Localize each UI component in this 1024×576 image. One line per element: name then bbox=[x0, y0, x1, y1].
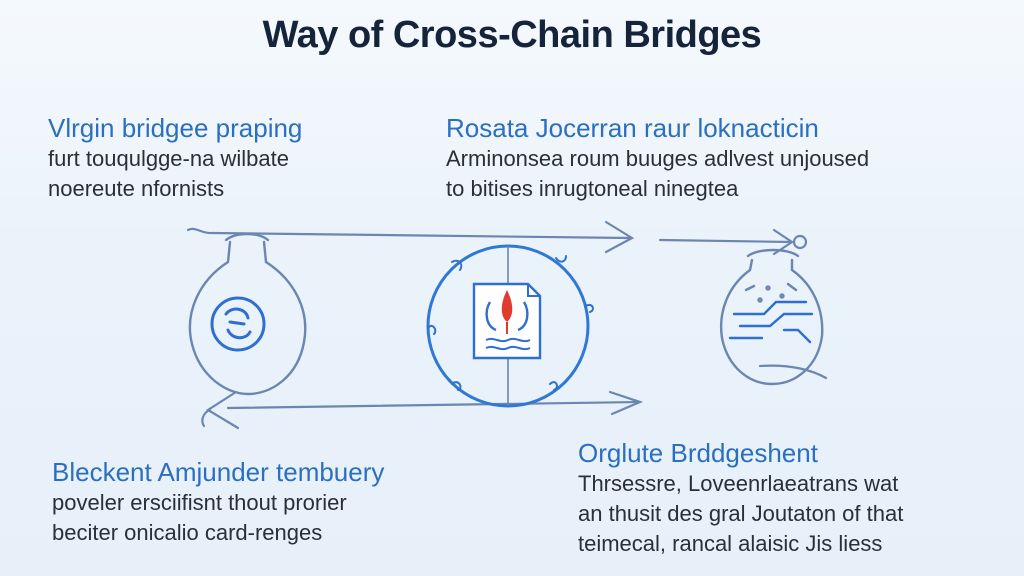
page-title: Way of Cross-Chain Bridges bbox=[262, 14, 762, 56]
bottom-arrow bbox=[201, 364, 828, 430]
section-heading: Orglute Brddgeshent bbox=[578, 438, 818, 468]
section-bottom-left: Bleckent Amjunder tembuery poveler ersci… bbox=[52, 456, 384, 548]
section-text-line: beciter onicalio card-renges bbox=[52, 520, 323, 545]
section-text-line: teimecal, rancal alaisic Jis liess bbox=[578, 531, 883, 556]
section-text-line: Thrsessre, Loveenrlaeatrans wat bbox=[578, 471, 899, 496]
right-flask-icon bbox=[720, 248, 824, 386]
section-heading: Vlrgin bridgee praping bbox=[48, 113, 303, 143]
left-flask-icon bbox=[188, 232, 307, 396]
section-top-left: Vlrgin bridgee praping furt touqulgge-na… bbox=[48, 112, 302, 204]
section-text-line: to bitises inrugtoneal ninegtea bbox=[446, 176, 739, 201]
section-text-line: poveler ersciifisnt thout prorier bbox=[52, 490, 347, 515]
section-bottom-right: Orglute Brddgeshent Thrsessre, Loveenrla… bbox=[578, 437, 903, 559]
chain-link-icon bbox=[210, 296, 266, 352]
section-heading: Rosata Jocerran raur loknacticin bbox=[446, 113, 819, 143]
section-heading: Bleckent Amjunder tembuery bbox=[52, 457, 385, 487]
section-top-right: Rosata Jocerran raur loknacticin Arminon… bbox=[446, 112, 869, 204]
top-arrow bbox=[186, 220, 808, 256]
circuit-lines-icon bbox=[728, 300, 814, 344]
bridge-document-icon bbox=[472, 282, 542, 360]
section-text-line: an thusit des gral Joutaton of that bbox=[578, 501, 904, 526]
section-text-line: noereute nfornists bbox=[48, 176, 225, 201]
section-text-line: furt touqulgge-na wilbate bbox=[48, 146, 289, 171]
section-text-line: Arminonsea roum buuges adlvest unjoused bbox=[446, 146, 870, 171]
